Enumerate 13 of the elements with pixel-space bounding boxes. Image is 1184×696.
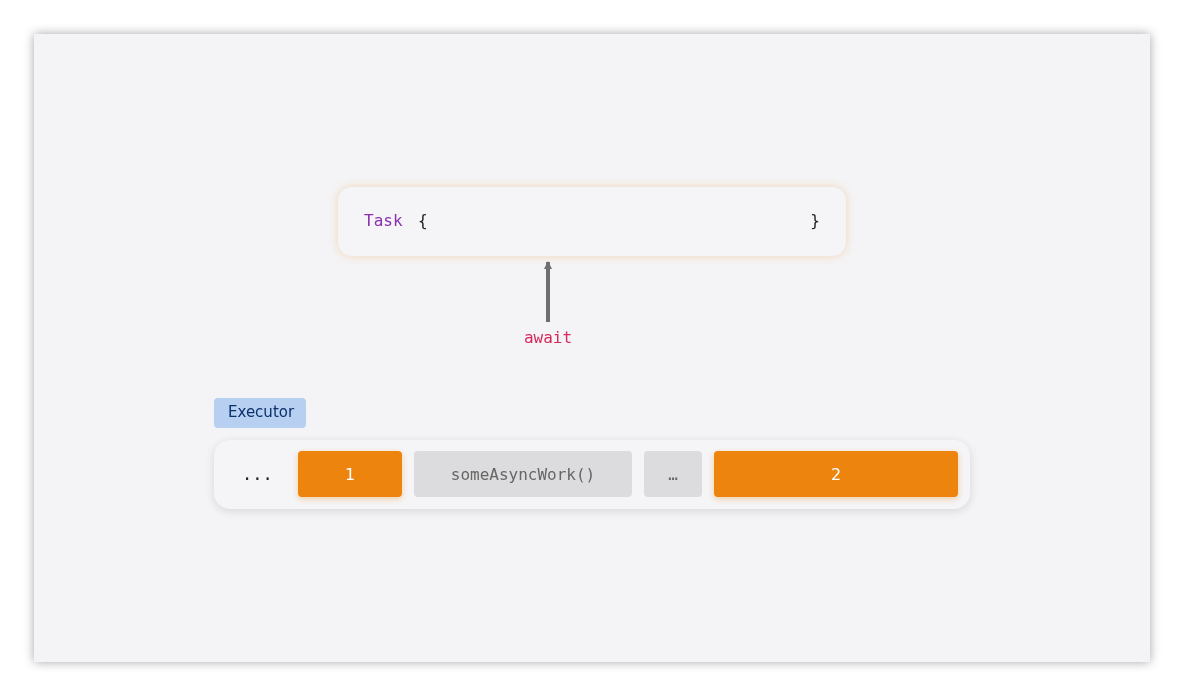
code-text: {: [418, 211, 428, 230]
call-block: …: [644, 451, 702, 497]
work-block: 1: [298, 451, 402, 497]
tag-label: Executor: [214, 398, 307, 428]
code-keyword: await: [516, 328, 580, 350]
code-text: }: [810, 211, 820, 230]
ellipsis-text: ...: [242, 464, 273, 484]
executor-lane: [214, 398, 970, 509]
work-block: 2: [714, 451, 958, 497]
arrow: [544, 261, 552, 322]
code-block: [338, 187, 846, 256]
code-text: Task: [364, 211, 403, 230]
call-block: someAsyncWork(): [414, 451, 632, 497]
